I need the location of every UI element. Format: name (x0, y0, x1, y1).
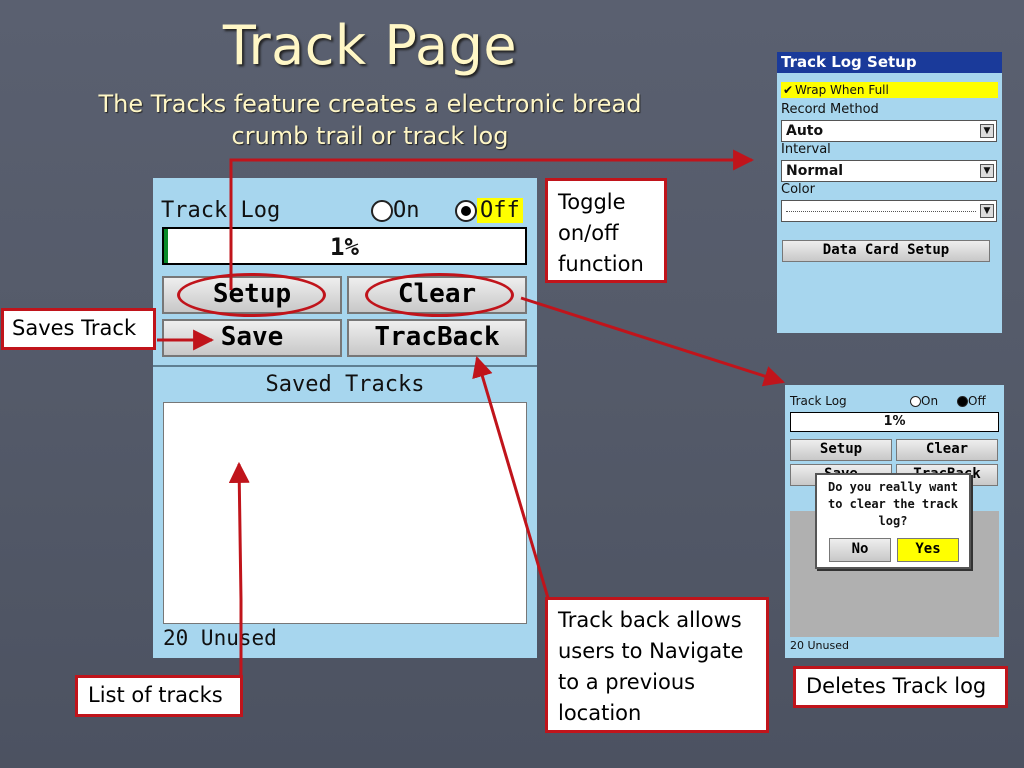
chevron-down-icon: ▼ (980, 164, 994, 178)
clear-arrow (520, 296, 785, 387)
list-of-tracks-callout: List of tracks (75, 675, 243, 717)
subtitle-line-2: crumb trail or track log (231, 122, 509, 150)
off-label: Off (477, 198, 523, 223)
small-off-radio[interactable] (957, 396, 968, 407)
small-off-option[interactable]: Off (957, 394, 986, 408)
slide-subtitle: The Tracks feature creates a electronic … (60, 88, 680, 152)
small-on-label: On (921, 394, 939, 408)
setup-arrow (229, 149, 755, 290)
small-on-radio[interactable] (910, 396, 921, 407)
clear-confirm-dialog: Do you really want to clear the track lo… (815, 473, 971, 569)
chevron-down-icon: ▼ (980, 204, 994, 218)
toggle-callout: Toggle on/off function (545, 178, 667, 283)
small-off-label: Off (968, 394, 986, 408)
track-log-label: Track Log (161, 198, 281, 223)
setup-title: Track Log Setup (777, 52, 1002, 73)
small-unused-count: 20 Unused (790, 639, 849, 652)
dialog-message: Do you really want to clear the track lo… (827, 480, 959, 528)
clear-confirm-screen: Track Log On Off 1% Setup Clear Save Tra… (785, 385, 1004, 658)
on-label: On (393, 198, 420, 223)
color-label: Color (781, 182, 815, 197)
record-method-label: Record Method (781, 102, 879, 117)
small-track-log-label: Track Log (790, 394, 847, 408)
saves-track-callout: Saves Track (1, 308, 156, 350)
list-arrow (228, 461, 250, 675)
small-on-option[interactable]: On (910, 394, 938, 408)
interval-dropdown[interactable]: Normal ▼ (781, 160, 997, 182)
saved-tracks-label: Saved Tracks (265, 372, 425, 397)
wrap-when-full-row[interactable]: ✔Wrap When Full (781, 82, 998, 98)
off-option[interactable]: Off (455, 198, 523, 223)
progress-text: 1% (330, 233, 359, 261)
tracback-arrow (472, 355, 550, 599)
on-option[interactable]: On (371, 198, 420, 223)
small-clear-button[interactable]: Clear (896, 439, 998, 461)
no-button[interactable]: No (829, 538, 891, 562)
track-back-callout: Track back allows users to Navigate to a… (545, 597, 769, 733)
yes-button[interactable]: Yes (897, 538, 959, 562)
setup-highlight-ellipse (177, 273, 326, 317)
progress-fill (164, 229, 168, 263)
progress-bar: 1% (162, 227, 527, 265)
small-setup-button[interactable]: Setup (790, 439, 892, 461)
track-log-setup-screen: Track Log Setup ✔Wrap When Full Record M… (777, 52, 1002, 333)
data-card-setup-button[interactable]: Data Card Setup (782, 240, 990, 262)
small-progress-bar: 1% (790, 412, 999, 432)
tracback-button[interactable]: TracBack (347, 319, 527, 357)
record-method-dropdown[interactable]: Auto ▼ (781, 120, 997, 142)
off-radio[interactable] (455, 200, 477, 222)
interval-label: Interval (781, 142, 831, 157)
divider (153, 365, 537, 367)
color-value (786, 210, 976, 212)
saved-tracks-list[interactable] (163, 402, 527, 624)
check-icon: ✔ (782, 83, 794, 97)
record-method-value: Auto (786, 123, 824, 139)
save-button[interactable]: Save (162, 319, 342, 357)
subtitle-line-1: The Tracks feature creates a electronic … (98, 90, 642, 118)
deletes-track-log-callout: Deletes Track log (793, 666, 1008, 708)
unused-count: 20 Unused (163, 626, 277, 650)
interval-value: Normal (786, 163, 844, 179)
chevron-down-icon: ▼ (980, 124, 994, 138)
wrap-label: Wrap When Full (795, 83, 889, 97)
color-dropdown[interactable]: ▼ (781, 200, 997, 222)
on-radio[interactable] (371, 200, 393, 222)
slide-title: Track Page (222, 14, 518, 77)
clear-highlight-ellipse (365, 273, 514, 317)
